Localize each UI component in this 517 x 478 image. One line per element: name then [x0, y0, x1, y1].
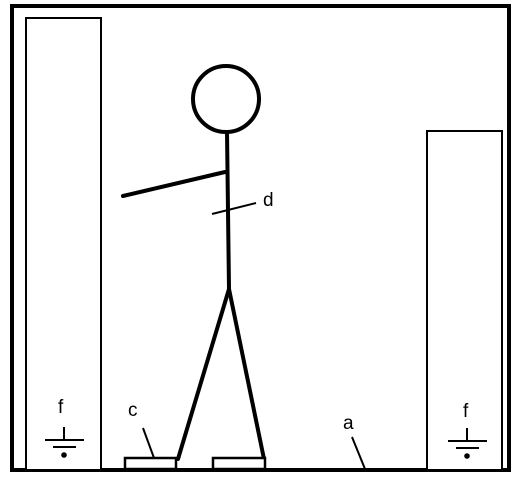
left-column [25, 17, 102, 471]
label-f-left: f [58, 397, 64, 418]
feet-pads-leader-line [142, 427, 155, 459]
label-c: c [128, 400, 138, 421]
figure-left-leg [176, 287, 231, 461]
label-f-right: f [463, 401, 469, 422]
label-d: d [263, 190, 274, 211]
ground-symbol-right-icon [448, 428, 487, 459]
stick-figure [121, 64, 266, 461]
foot-pad-right [211, 456, 267, 471]
foot-pad-left [123, 456, 178, 471]
figure-right-leg [227, 287, 266, 461]
ground-symbol-left-icon [45, 427, 84, 458]
figure-arm [121, 170, 227, 198]
label-a: a [343, 413, 354, 434]
right-column [426, 130, 503, 471]
figure-head [191, 64, 261, 134]
person-leader-line [211, 202, 257, 215]
floor-leader-line [351, 436, 366, 470]
